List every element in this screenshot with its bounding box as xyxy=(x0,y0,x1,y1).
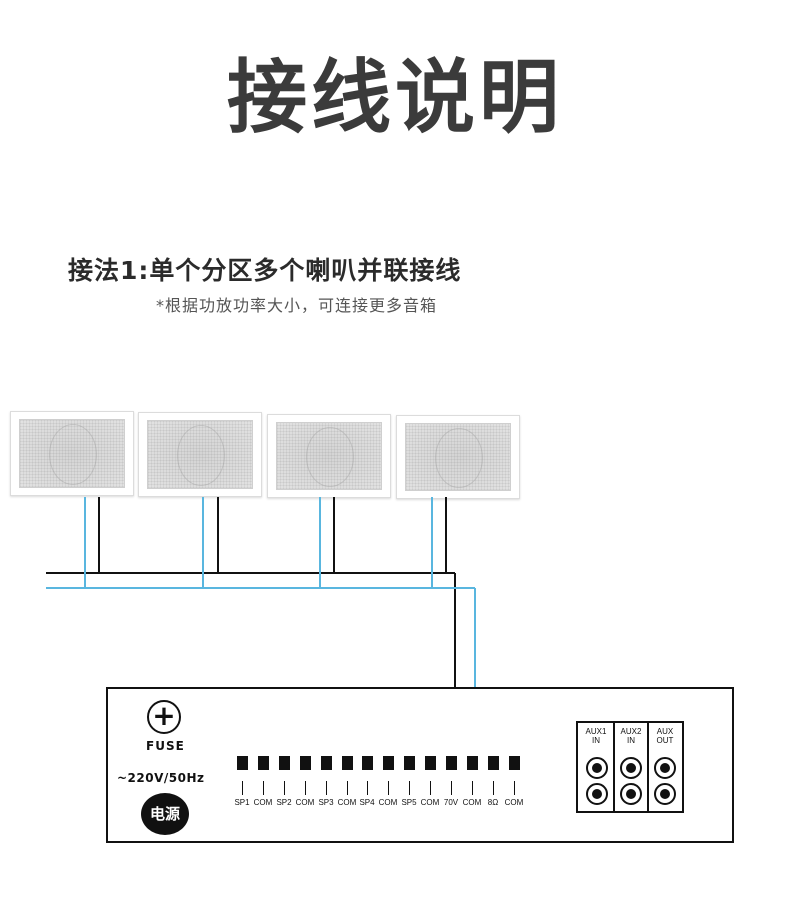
fuse-icon: + xyxy=(147,700,181,734)
terminal-block[interactable] xyxy=(300,756,311,770)
terminal-tick xyxy=(493,781,494,795)
terminal-tick xyxy=(305,781,306,795)
aux-divider xyxy=(647,721,649,813)
terminal-block[interactable] xyxy=(446,756,457,770)
terminal-label: COM xyxy=(504,798,524,807)
terminal-label: COM xyxy=(462,798,482,807)
terminal-label: 70V xyxy=(443,798,459,807)
terminal-label: SP5 xyxy=(401,798,417,807)
speaker-4 xyxy=(396,415,520,499)
terminal-block[interactable] xyxy=(237,756,248,770)
terminal-tick xyxy=(409,781,410,795)
terminal-block[interactable] xyxy=(425,756,436,770)
terminal-block[interactable] xyxy=(362,756,373,770)
terminal-label: COM xyxy=(420,798,440,807)
terminal-label: SP1 xyxy=(234,798,250,807)
power-badge: 电源 xyxy=(141,793,189,835)
terminal-block[interactable] xyxy=(279,756,290,770)
method-note: *根据功放功率大小，可连接更多音箱 xyxy=(156,296,438,315)
terminal-tick xyxy=(388,781,389,795)
speaker-grille xyxy=(147,420,253,489)
terminal-tick xyxy=(284,781,285,795)
speaker-grille xyxy=(19,419,125,488)
terminal-block[interactable] xyxy=(258,756,269,770)
voltage-label: ~220V/50Hz xyxy=(117,771,205,785)
terminal-block[interactable] xyxy=(488,756,499,770)
terminal-label: COM xyxy=(378,798,398,807)
aux-out-label: AUX OUT xyxy=(656,727,674,745)
aux2-in-label: AUX2 IN xyxy=(620,727,642,745)
terminal-label: SP4 xyxy=(359,798,375,807)
terminal-label: COM xyxy=(253,798,273,807)
terminal-block[interactable] xyxy=(342,756,353,770)
speaker-2 xyxy=(138,412,262,497)
aux1-in-jack-bottom[interactable] xyxy=(586,783,608,805)
terminal-block[interactable] xyxy=(404,756,415,770)
page-title: 接线说明 xyxy=(227,51,563,144)
aux2-in-jack-bottom[interactable] xyxy=(620,783,642,805)
terminal-label: SP3 xyxy=(318,798,334,807)
speaker-grille xyxy=(405,423,511,491)
fuse-label: FUSE xyxy=(146,739,185,753)
terminal-block[interactable] xyxy=(321,756,332,770)
terminal-tick xyxy=(472,781,473,795)
terminal-block[interactable] xyxy=(467,756,478,770)
terminal-tick xyxy=(430,781,431,795)
speaker-3 xyxy=(267,414,391,498)
terminal-tick xyxy=(347,781,348,795)
terminal-tick xyxy=(514,781,515,795)
terminal-label: COM xyxy=(295,798,315,807)
terminal-label: COM xyxy=(337,798,357,807)
aux-panel xyxy=(576,721,684,813)
terminal-tick xyxy=(263,781,264,795)
terminal-block[interactable] xyxy=(509,756,520,770)
speaker-1 xyxy=(10,411,134,496)
aux2-in-jack-top[interactable] xyxy=(620,757,642,779)
aux-out-jack-bottom[interactable] xyxy=(654,783,676,805)
speaker-grille xyxy=(276,422,382,490)
aux-out-jack-top[interactable] xyxy=(654,757,676,779)
aux1-in-jack-top[interactable] xyxy=(586,757,608,779)
terminal-tick xyxy=(367,781,368,795)
aux-divider xyxy=(613,721,615,813)
terminal-block[interactable] xyxy=(383,756,394,770)
aux1-in-label: AUX1 IN xyxy=(585,727,607,745)
terminal-tick xyxy=(451,781,452,795)
terminal-tick xyxy=(242,781,243,795)
terminal-tick xyxy=(326,781,327,795)
terminal-label: 8Ω xyxy=(487,798,499,807)
method-title: 接法1:单个分区多个喇叭并联接线 xyxy=(68,256,462,285)
terminal-label: SP2 xyxy=(276,798,292,807)
